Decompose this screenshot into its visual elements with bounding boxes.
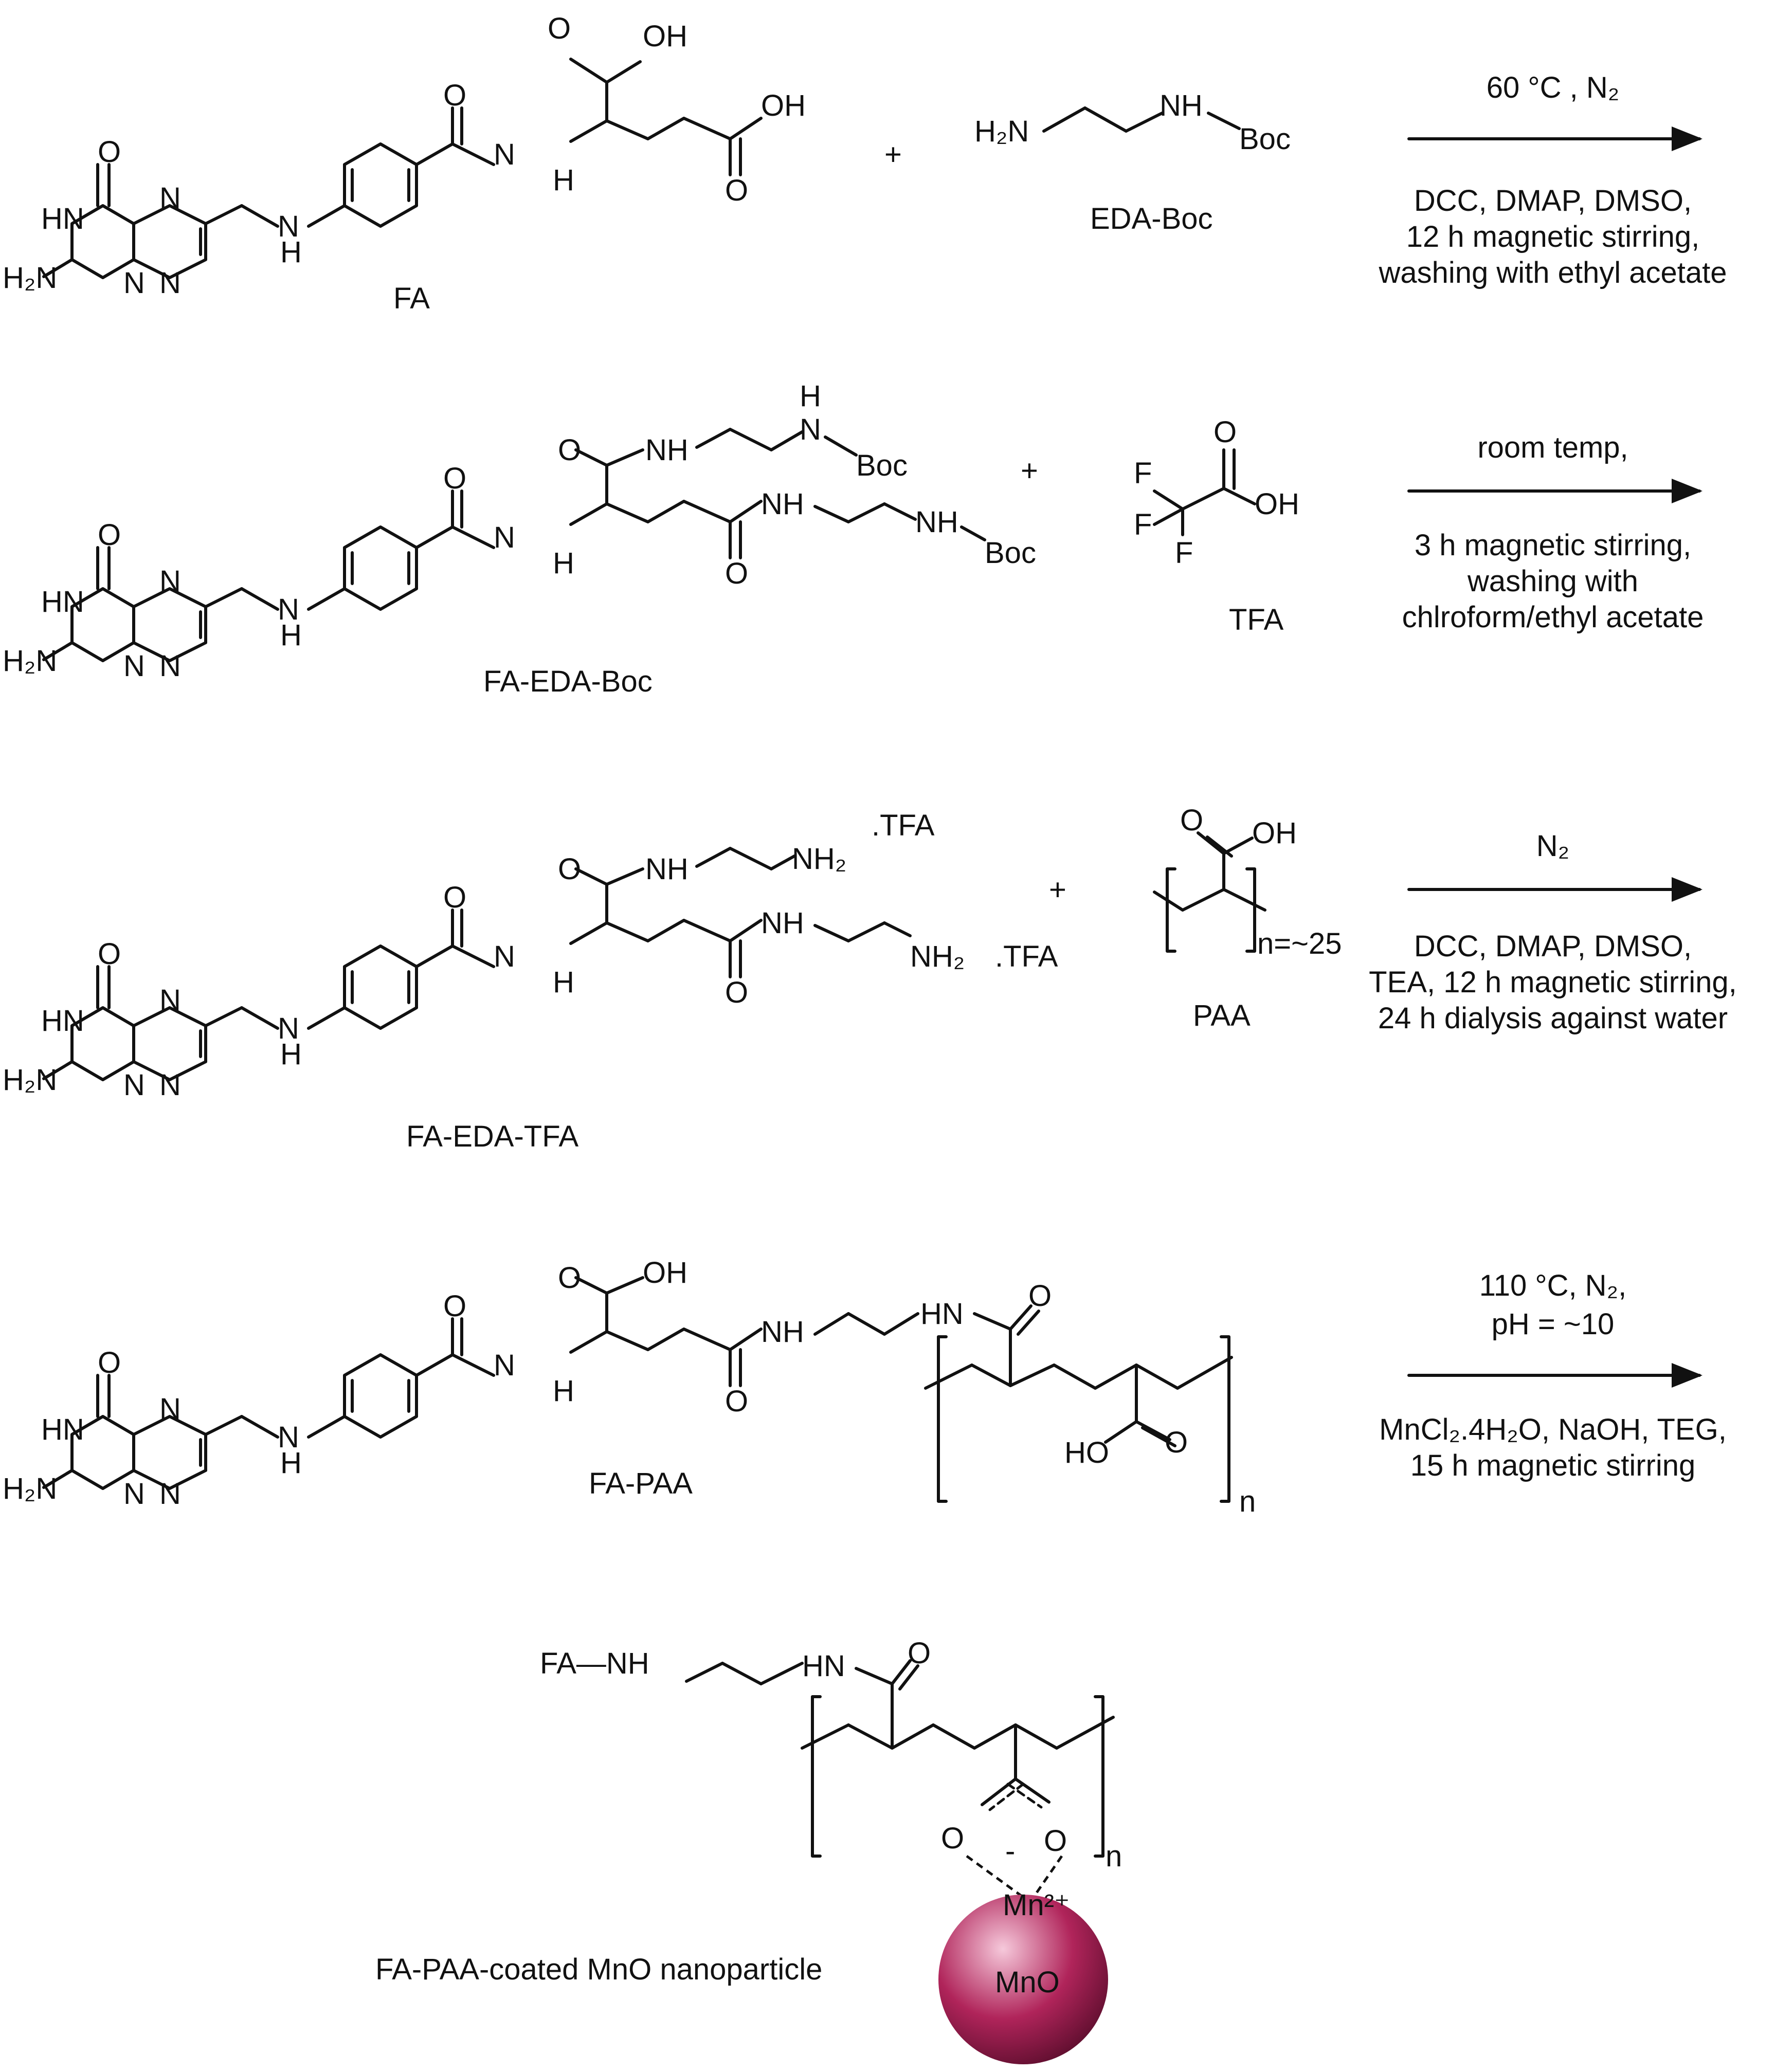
reaction-arrow-1[interactable]: 60 °C , N₂ DCC, DMAP, DMSO, 12 h magneti… (1378, 71, 1727, 289)
paa-repeat-n: n=~25 (1257, 927, 1342, 960)
amide-n: N (494, 138, 515, 171)
compound-label-fa: FA (393, 282, 430, 315)
reaction-arrow-2[interactable]: room temp, 3 h magnetic stirring, washin… (1402, 431, 1704, 634)
compound-label-fa-eda-tfa: FA-EDA-TFA (406, 1120, 578, 1153)
amide-nh: NH (761, 906, 804, 940)
tfa-salt: .TFA (995, 940, 1058, 973)
step2-condition-line: washing with (1467, 565, 1638, 598)
mno-core-label: MnO (995, 1966, 1060, 1999)
polymer-amide-o: O (1028, 1279, 1052, 1313)
amide-o: O (725, 976, 748, 1009)
fa-eda-boc-structure: N H O NH N H Boc O NH NH Boc (3, 379, 1036, 683)
tfa-structure: O OH F F F (1134, 415, 1299, 570)
step2-condition-line: chlroform/ethyl acetate (1402, 601, 1704, 634)
tfa-o: O (1213, 415, 1237, 449)
compound-label-fa-paa: FA-PAA (589, 1467, 693, 1500)
carboxylate-o: O (1044, 1824, 1067, 1858)
eda-boc-group: Boc (1239, 122, 1291, 156)
amide-nh: NH (645, 433, 689, 467)
step2-condition-line: 3 h magnetic stirring, (1415, 529, 1691, 562)
tfa-f: F (1134, 508, 1152, 541)
mn-ion: Mn²⁺ (1003, 1888, 1070, 1922)
compound-label-paa: PAA (1193, 999, 1251, 1032)
amide-o: O (558, 433, 581, 467)
polymer-acid-o: O (1165, 1426, 1188, 1459)
mno-nanoparticle (938, 1895, 1108, 2064)
step3-condition-line: DCC, DMAP, DMSO, (1414, 930, 1692, 963)
eda-h2n: H₂N (974, 115, 1029, 148)
amide-o: O (725, 1385, 748, 1418)
eda-nh: NH (1160, 89, 1203, 122)
step4-condition-above: pH = ~10 (1492, 1307, 1615, 1341)
tfa-salt: .TFA (872, 809, 935, 842)
carboxylate-o: O (941, 1822, 964, 1855)
boc-group: Boc (985, 536, 1036, 570)
polymer-ho: HO (1064, 1436, 1109, 1469)
acid-o: O (558, 1261, 581, 1295)
step4-condition-line: 15 h magnetic stirring (1410, 1449, 1695, 1482)
polymer-repeat-n: n (1106, 1840, 1122, 1873)
reaction-arrow-4[interactable]: 110 °C, N₂, pH = ~10 MnCl₂.4H₂O, NaOH, T… (1379, 1269, 1727, 1482)
acid-oh: OH (643, 1256, 687, 1289)
terminal-nh2: NH₂ (910, 940, 965, 973)
step2-condition-above: room temp, (1477, 431, 1628, 464)
amide-nh: NH (761, 1315, 804, 1349)
step1-condition-line: washing with ethyl acetate (1378, 256, 1727, 289)
amide-h: H (553, 1374, 574, 1408)
paa-oh: OH (1252, 816, 1297, 850)
tfa-oh: OH (1255, 487, 1299, 521)
amide-h: H (553, 163, 574, 197)
eda-boc-structure: H₂N NH Boc (974, 89, 1291, 156)
step3-condition-line: TEA, 12 h magnetic stirring, (1369, 966, 1737, 999)
terminal-nh2: NH₂ (792, 842, 846, 876)
amide-h: H (553, 966, 574, 999)
step4-condition-line: MnCl₂.4H₂O, NaOH, TEG, (1379, 1413, 1727, 1446)
polymer-repeat-n: n (1239, 1485, 1256, 1518)
amide-n: N (494, 521, 515, 554)
compound-label-eda-boc: EDA-Boc (1090, 202, 1213, 235)
fa-paa-structure: N H O OH O NH HN O (3, 1256, 1256, 1518)
fa-eda-tfa-structure: N H O NH NH₂ .TFA O NH NH₂ .TFA (3, 809, 1058, 1102)
step1-condition-above: 60 °C , N₂ (1487, 71, 1619, 104)
acid-oh: OH (761, 89, 806, 122)
reaction-arrow-3[interactable]: N₂ DCC, DMAP, DMSO, TEA, 12 h magnetic s… (1369, 829, 1737, 1035)
step3-condition-above: N₂ (1536, 829, 1569, 863)
amide-o: O (725, 557, 748, 590)
fa-structure: N H O OH OH O (3, 12, 806, 300)
plus-sign: + (1049, 873, 1066, 906)
step1-condition-line: DCC, DMAP, DMSO, (1414, 184, 1692, 217)
compound-label-final: FA-PAA-coated MnO nanoparticle (375, 1953, 822, 1986)
boc-nh: NH (915, 505, 958, 539)
amide-nh: NH (761, 487, 804, 521)
carboxylate-charge: - (1005, 1834, 1015, 1868)
plus-sign: + (884, 138, 902, 171)
polymer-amide-o: O (908, 1637, 931, 1670)
fa-paa-mno-structure: FA—NH HN O O O - n Mn²⁺ MnO (540, 1637, 1122, 2064)
paa-structure: O OH n=~25 (1153, 804, 1342, 960)
step4-condition-above: 110 °C, N₂, (1479, 1269, 1626, 1302)
step1-condition-line: 12 h magnetic stirring, (1406, 220, 1700, 253)
compound-label-fa-eda-boc: FA-EDA-Boc (483, 665, 653, 698)
paa-o: O (1180, 804, 1203, 837)
amide-n: N (494, 940, 515, 973)
polymer-hn: HN (802, 1649, 845, 1683)
boc-group: Boc (856, 449, 908, 482)
amide-nh: NH (645, 852, 689, 886)
acid-o: O (725, 174, 748, 207)
tfa-f: F (1134, 457, 1152, 490)
fa-nh-group: FA—NH (540, 1647, 649, 1680)
tfa-f: F (1175, 536, 1193, 570)
compound-label-tfa: TFA (1229, 603, 1284, 637)
acid-o: O (548, 12, 571, 45)
amide-o: O (558, 852, 581, 886)
boc-h: H (800, 379, 821, 413)
acid-oh: OH (643, 20, 687, 53)
step3-condition-line: 24 h dialysis against water (1378, 1002, 1728, 1035)
amide-h: H (553, 547, 574, 580)
plus-sign: + (1021, 454, 1038, 487)
boc-n: N (800, 413, 821, 446)
polymer-hn: HN (920, 1297, 964, 1331)
amide-n: N (494, 1349, 515, 1382)
